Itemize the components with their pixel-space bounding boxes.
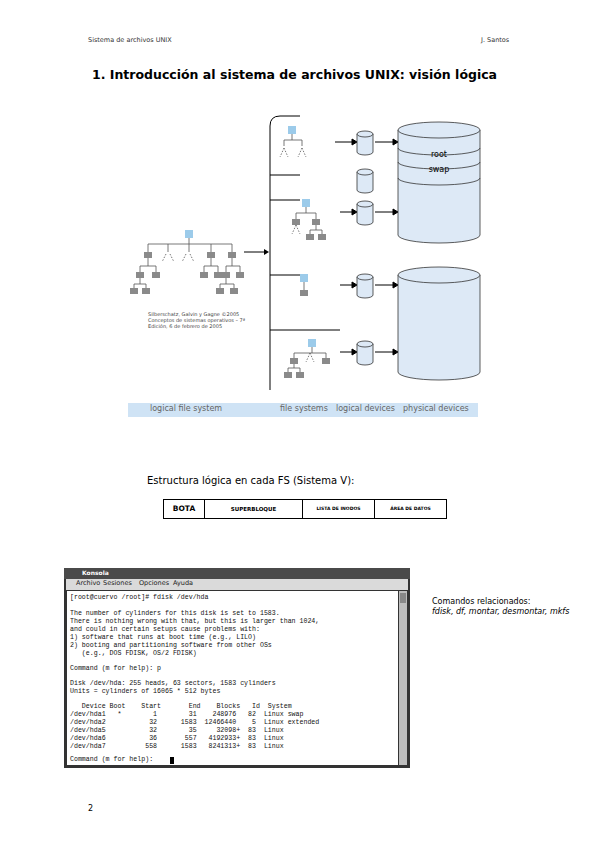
- terminal-line: Command (m for help):: [70, 756, 153, 764]
- partition-band: swap: [402, 163, 476, 177]
- menu-item: Ayuda: [173, 580, 193, 588]
- terminal-line: (e.g., DOS FDISK, OS/2 FDISK): [70, 650, 197, 658]
- terminal-line: /dev/hda7 558 1583 8241313+ 83 Linux: [70, 743, 284, 751]
- band-label: physical devices: [403, 404, 469, 414]
- page-title: 1. Introducción al sistema de archivos U…: [92, 67, 512, 82]
- terminal-line: Command (m for help): p: [70, 665, 161, 673]
- terminal-line: and could in certain setups cause proble…: [70, 626, 260, 634]
- terminal-line: /dev/hda5 32 35 32098+ 83 Linux: [70, 727, 284, 735]
- physical-devices: [398, 122, 480, 380]
- window-title: Konsola: [82, 569, 109, 576]
- table-cell: LISTA DE INODOS: [303, 499, 375, 519]
- band-label: file systems: [280, 404, 328, 414]
- partition-band: root: [402, 148, 476, 162]
- menu-item: Archivo: [76, 580, 100, 588]
- citation: Silberschatz, Galvin y Gagne ©2005 Conce…: [148, 311, 260, 329]
- terminal-line: There is nothing wrong with that, but th…: [70, 618, 319, 626]
- terminal-line: Units = cylinders of 16065 * 512 bytes: [70, 688, 220, 696]
- node-text: root: [431, 151, 447, 160]
- terminal-line: The number of cylinders for this disk is…: [70, 610, 280, 618]
- fs-squares: [284, 126, 330, 378]
- section-heading: Estructura lógica en cada FS (Sistema V)…: [147, 475, 354, 487]
- band-label: logical file system: [150, 404, 222, 414]
- note-label: Comandos relacionados:: [432, 597, 530, 607]
- terminal-window: [64, 568, 410, 768]
- node-text: swap: [429, 166, 450, 175]
- table-cell: ÁREA DE DATOS: [375, 499, 447, 519]
- node-text: ÁREA DE DATOS: [390, 507, 430, 512]
- device-arrows: [335, 139, 398, 355]
- node-text: BOTA: [173, 505, 195, 513]
- command-list: fdisk, df, montar, desmontar, mkfs: [432, 607, 572, 617]
- table-cell: BOTA: [163, 499, 205, 519]
- terminal-line: Device Boot Start End Blocks Id System: [70, 703, 292, 711]
- mount-arrow: [244, 252, 264, 253]
- terminal-line: /dev/hda1 * 1 31 248976 82 Linux swap: [70, 711, 303, 719]
- terminal-line: Disk /dev/hda: 255 heads, 63 sectors, 15…: [70, 680, 276, 688]
- terminal-line: /dev/hda6 36 557 4192933+ 83 Linux: [70, 735, 284, 743]
- fs-trees: [280, 134, 326, 372]
- terminal-line: [root@cuervo /root]# fdisk /dev/hda: [70, 594, 209, 602]
- menu-item: Opciones: [139, 580, 169, 588]
- bracket: [270, 116, 340, 390]
- logical-devices: [357, 131, 373, 365]
- node-text: SUPERBLOQUE: [231, 506, 277, 512]
- caption-band: [128, 403, 478, 417]
- band-label: logical devices: [336, 404, 395, 414]
- page-number: 2: [88, 804, 93, 814]
- page-header: Sistema de archivos UNIX: [88, 37, 172, 45]
- terminal-line: 1) software that runs at boot time (e.g.…: [70, 634, 256, 642]
- logical-tree: [134, 238, 240, 288]
- tree-squares: [130, 230, 244, 294]
- terminal-line: /dev/hda2 32 1583 12466440 5 Linux exten…: [70, 719, 319, 727]
- arrow-head: [264, 249, 269, 255]
- table-cell: SUPERBLOQUE: [205, 499, 303, 519]
- terminal-line: 2) booting and partitioning software fro…: [70, 642, 272, 650]
- node-text: LISTA DE INODOS: [317, 507, 361, 512]
- author: J. Santos: [481, 37, 509, 45]
- menu-item: Sesiones: [103, 580, 132, 588]
